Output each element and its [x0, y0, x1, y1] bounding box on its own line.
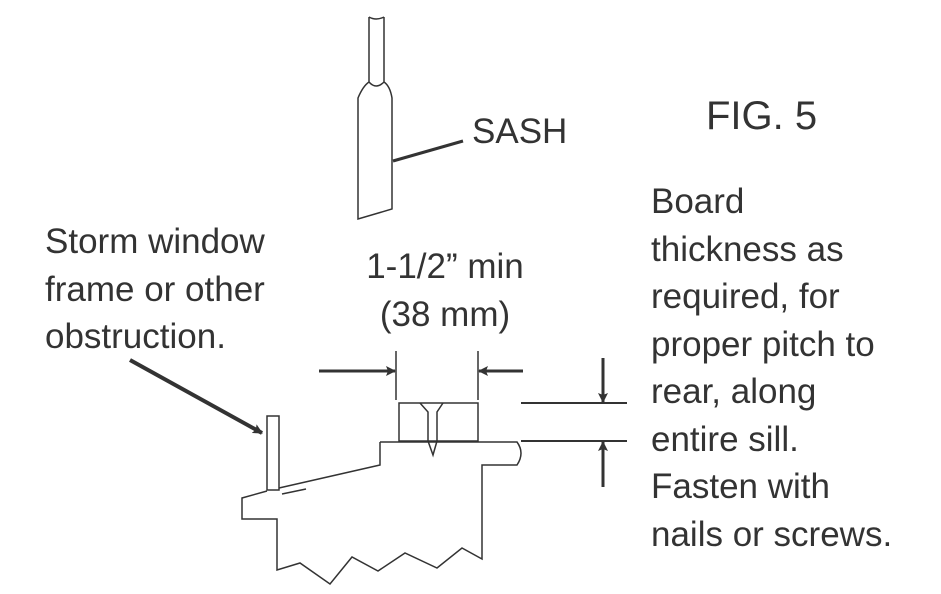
board-note-line: Board: [651, 182, 745, 221]
sash-label: SASH: [472, 112, 568, 151]
sash-shape: [357, 16, 393, 221]
dimension-imperial: 1-1/2” min: [366, 247, 524, 286]
storm-label-line: Storm window: [45, 222, 265, 261]
board-note-line: required, for: [651, 277, 840, 316]
storm-pointer-arrow: [129, 358, 263, 435]
board-note: Board thickness as required, for proper …: [651, 178, 892, 558]
sill-outline: [241, 441, 522, 586]
storm-frame: [266, 415, 280, 491]
dimension-metric: (38 mm): [379, 294, 511, 334]
board-note-line: proper pitch to: [651, 324, 875, 364]
board-note-line: nails or screws.: [651, 514, 893, 554]
board-note-line: Fasten with: [651, 467, 830, 506]
board-note-line: rear, along: [651, 372, 817, 411]
dimension-label: 1-1/2” min (38 mm): [345, 243, 545, 338]
sash-leader: [392, 139, 464, 163]
screw-icon: [419, 402, 444, 458]
storm-label-line: obstruction.: [45, 317, 226, 356]
board: [398, 402, 479, 442]
board-note-line: entire sill.: [651, 419, 799, 459]
storm-label-line: frame or other: [45, 269, 265, 309]
figure-label: FIG. 5: [706, 94, 818, 138]
board-note-line: thickness as: [651, 229, 844, 269]
storm-label: Storm window frame or other obstruction.: [45, 218, 265, 361]
